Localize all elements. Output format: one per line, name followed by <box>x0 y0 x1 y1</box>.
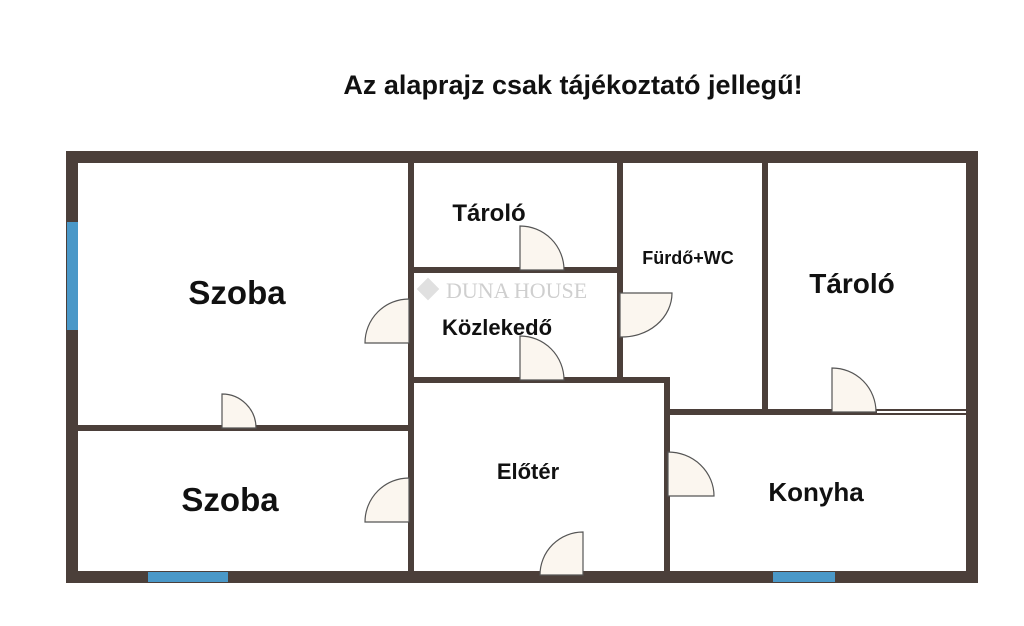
room-label-tarolo: Tároló <box>809 268 895 299</box>
window <box>773 572 835 582</box>
outer-wall-right <box>966 151 978 583</box>
outer-wall-bottom <box>66 571 978 583</box>
door <box>519 335 565 381</box>
door <box>364 477 410 523</box>
disclaimer-title: Az alaprajz csak tájékoztató jellegű! <box>343 70 802 100</box>
inner-wall <box>617 163 623 379</box>
outer-wall-top <box>66 151 978 163</box>
inner-wall <box>408 163 414 571</box>
windows <box>67 222 835 582</box>
doors <box>221 225 966 576</box>
door <box>364 298 410 344</box>
outer-wall-left <box>66 151 78 583</box>
door <box>831 367 877 413</box>
door <box>221 393 257 429</box>
door <box>619 292 673 338</box>
inner-wall <box>414 267 618 273</box>
inner-wall <box>664 377 670 571</box>
inner-wall <box>762 163 768 413</box>
door <box>539 531 584 576</box>
inner-wall <box>664 409 966 415</box>
room-label-konyha: Konyha <box>768 477 864 507</box>
window <box>67 222 78 330</box>
room-label-kozlekedo: Közlekedő <box>442 315 552 340</box>
watermark-text: DUNA HOUSE <box>446 278 587 303</box>
watermark-logo: DUNA HOUSE <box>416 277 587 303</box>
room-labels: Szoba Szoba Tároló Közlekedő Fürdő+WC Tá… <box>181 200 894 518</box>
duna-house-logo-icon <box>416 277 440 301</box>
room-label-tarolo: Tároló <box>452 200 525 227</box>
room-label-furdo-wc: Fürdő+WC <box>642 248 734 268</box>
door <box>519 225 565 271</box>
window <box>148 572 228 582</box>
room-label-eloter: Előtér <box>497 459 560 484</box>
door <box>667 451 715 497</box>
room-label-szoba: Szoba <box>181 481 279 518</box>
room-label-szoba: Szoba <box>188 274 286 311</box>
walls <box>66 151 978 583</box>
